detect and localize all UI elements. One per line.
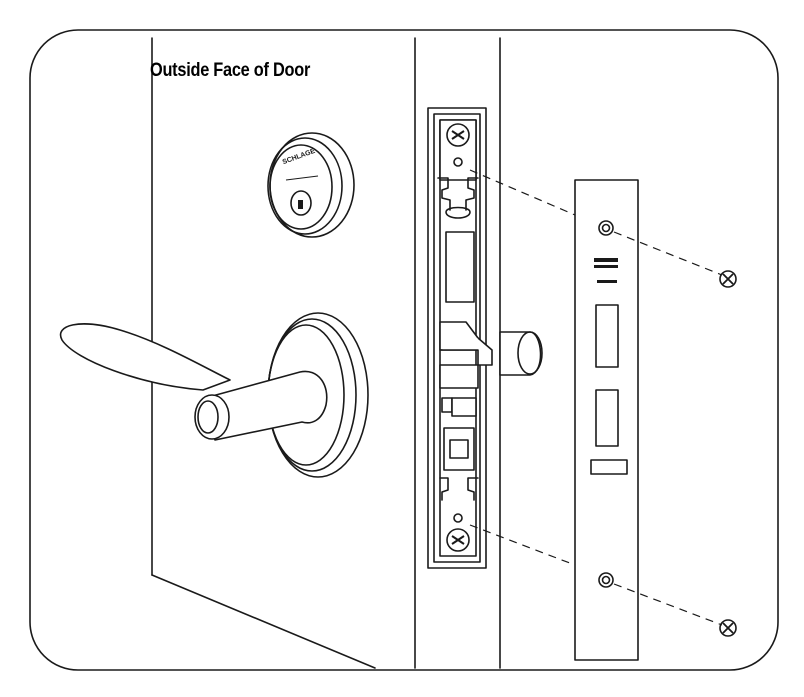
diagram-frame [29,29,779,671]
alignment-lines [469,169,723,626]
screw-top [719,270,737,288]
mortise-lock-body [427,107,493,569]
door-face [151,37,501,669]
screw-bottom [719,619,737,637]
armor-front-plate [574,179,639,661]
lever-spindle [499,331,543,376]
lever-handle [59,323,328,441]
deadbolt-cylinder: SCHLAGE [267,132,355,238]
diagram-caption: Outside Face of Door [150,60,311,81]
